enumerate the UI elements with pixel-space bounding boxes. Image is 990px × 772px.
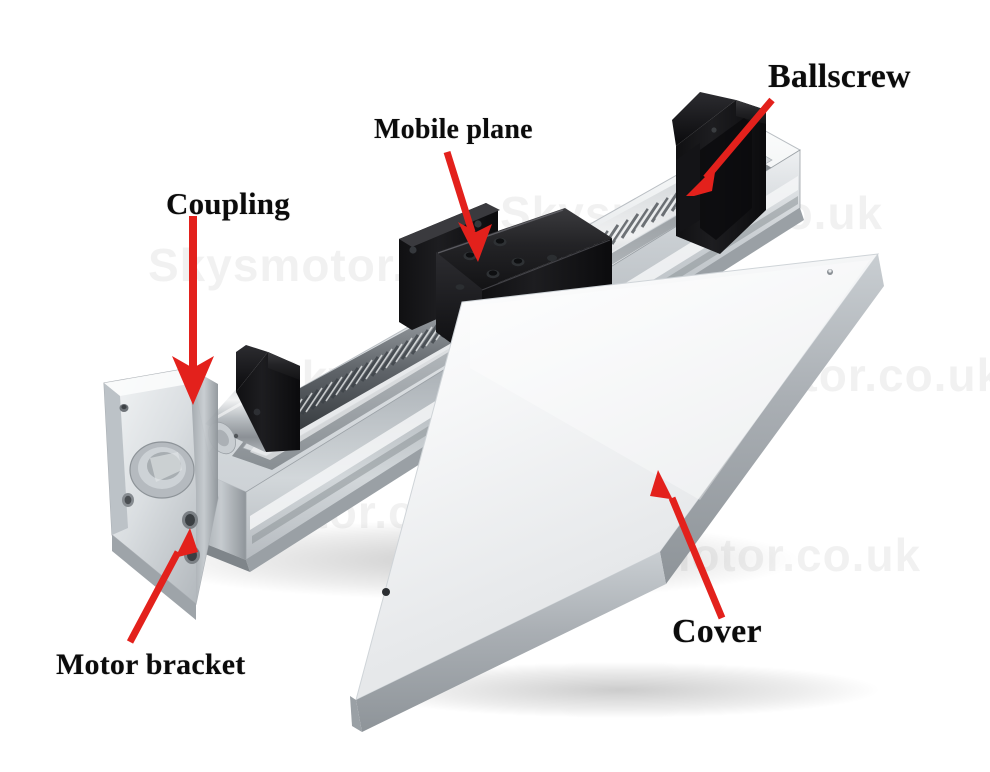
- arrow-mobile-plane: [443, 150, 492, 262]
- arrow-cover: [650, 470, 726, 620]
- arrow-motor-bracket: [126, 528, 198, 644]
- callout-label-cover: Cover: [672, 613, 762, 650]
- arrow-coupling: [172, 216, 214, 405]
- callout-label-ballscrew: Ballscrew: [768, 58, 911, 95]
- cover-part: [350, 253, 884, 732]
- callout-label-motor-bracket: Motor bracket: [56, 648, 246, 681]
- callout-arrows: [126, 97, 775, 644]
- arrow-ballscrew: [686, 97, 775, 196]
- left-bearing-block: [236, 345, 300, 452]
- callout-label-mobile-plane: Mobile plane: [374, 114, 533, 145]
- callout-label-coupling: Coupling: [166, 186, 290, 221]
